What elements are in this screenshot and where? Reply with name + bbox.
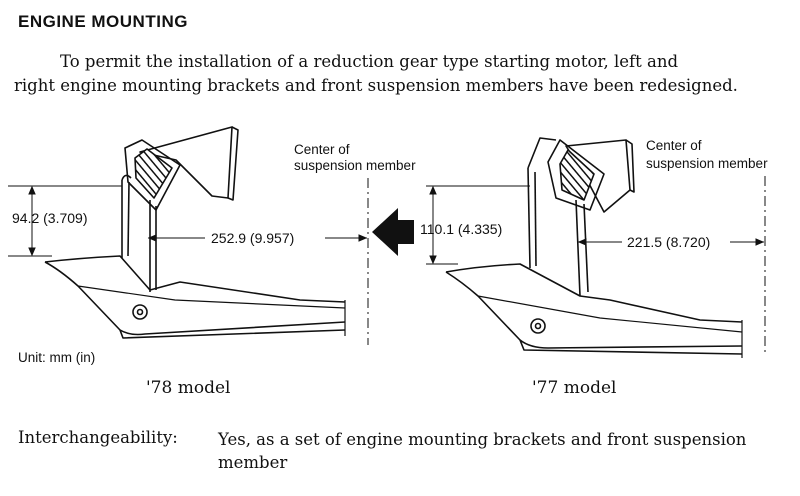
model-78-height-dim: 94.2 (3.709) <box>12 210 88 226</box>
model-78-suspension-member <box>44 255 346 303</box>
interchangeability-value: Yes, as a set of engine mounting bracket… <box>218 430 747 472</box>
model-77-label: '77 model <box>532 378 617 398</box>
model-77-dimensions <box>426 176 766 352</box>
model-78-drawing <box>44 126 346 339</box>
model-78-offset-dim: 252.9 (9.957) <box>211 230 294 246</box>
model-77-bolt-hole <box>530 318 546 334</box>
model-77-center-label-2: suspension member <box>646 156 768 171</box>
model-78-dimensions <box>8 178 369 345</box>
intro-line-2: right engine mounting brackets and front… <box>14 76 738 95</box>
model-77-center-label-1: Center of <box>646 138 702 153</box>
intro-line-1: To permit the installation of a reductio… <box>60 52 679 71</box>
unit-label: Unit: mm (in) <box>18 350 96 365</box>
page-title: ENGINE MOUNTING <box>18 12 188 31</box>
model-78-label: '78 model <box>146 378 231 398</box>
model-77-height-dim: 110.1 (4.335) <box>420 221 502 237</box>
model-78-center-label-1: Center of <box>294 142 350 157</box>
model-77-offset-dim: 221.5 (8.720) <box>627 234 710 250</box>
model-78-center-label-2: suspension member <box>294 158 416 173</box>
model-77-insulator-rubber <box>559 149 595 201</box>
model-77-suspension-member <box>445 263 743 323</box>
model-78-bolt-hole <box>132 304 148 320</box>
interchangeability-label: Interchangeability: <box>18 428 178 447</box>
model-77-insulator-frame <box>547 139 605 211</box>
model-78-insulator-rubber <box>134 148 173 199</box>
model-77-drawing <box>445 137 743 358</box>
arrow-left-icon <box>372 208 414 256</box>
intro-paragraph: To permit the installation of a reductio… <box>14 50 786 98</box>
